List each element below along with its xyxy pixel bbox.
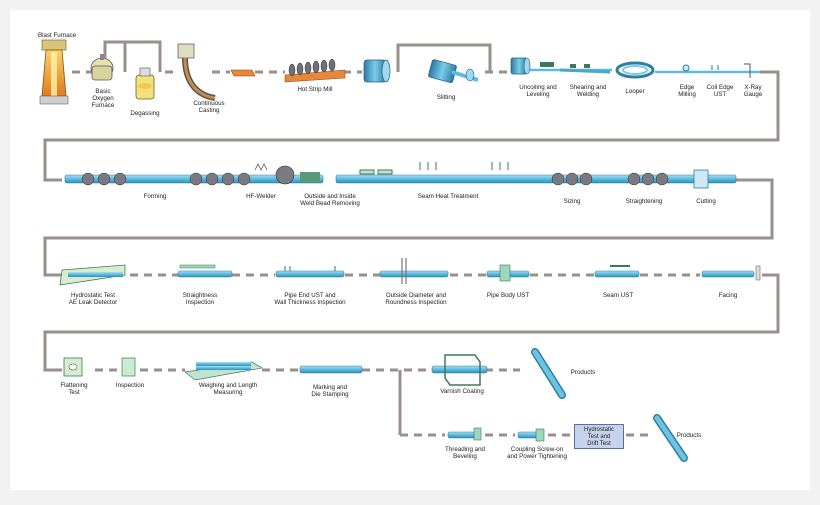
seam-ust-icon	[594, 265, 640, 278]
saw-icon	[693, 169, 709, 189]
step-label-products: Products	[570, 369, 596, 376]
blast-furnace-icon	[39, 39, 69, 105]
step-label-looper: Looper	[625, 88, 645, 95]
welder-icon	[254, 163, 268, 171]
step-label-inspection: Inspection	[115, 382, 145, 389]
heater-icon	[359, 162, 509, 175]
hot-coil-icon	[363, 59, 391, 83]
step-label-hydrostatic-test: Hydrostatic Test AE Leak Detector	[68, 292, 118, 306]
facing-tool-icon	[701, 265, 761, 281]
step-label-basic-oxygen-furnace: Basic Oxygen Furnace	[91, 88, 115, 109]
hydrotester-icon	[59, 264, 126, 286]
scale-icon	[184, 361, 263, 381]
step-label-blast-furnace: Blast Furnace	[38, 32, 77, 39]
sizing-rolls-icon	[551, 172, 593, 186]
step-label-cutting: Cutting	[696, 198, 716, 205]
press-icon	[63, 357, 83, 377]
inspection-icon	[121, 357, 136, 377]
step-label-pipe-body-ust: Pipe Body UST	[486, 292, 530, 299]
coating-booth-icon	[431, 354, 488, 386]
step-label-xray-gauge: X-Ray Gauge	[743, 84, 763, 98]
edge-mill-icon	[655, 64, 760, 74]
flow-return	[43, 273, 780, 372]
step-label-facing: Facing	[718, 292, 738, 299]
degassing-vessel-icon	[135, 67, 155, 100]
flow-loop	[123, 40, 162, 72]
step-label-straightening: Straightening	[625, 198, 663, 205]
step-label-straightness-inspection: Straightness Inspection	[182, 292, 218, 306]
pipe-end-ust-icon	[275, 266, 345, 278]
xray-icon	[744, 63, 751, 78]
looper-icon	[615, 61, 655, 79]
step-label-edge-milling: Edge Milling	[678, 84, 696, 98]
converter-icon	[90, 54, 114, 81]
step-label-coupling-screw-on: Coupling Screw-on and Power Tightening	[507, 446, 567, 460]
step-label-products-threaded: Products	[676, 432, 702, 439]
flow-loop	[396, 43, 492, 72]
step-label-weighing-length: Weighing and Length Measuring	[198, 382, 258, 396]
step-label-sizing: Sizing	[563, 198, 581, 205]
step-label-marking-stamping: Marking and Die Stamping	[311, 384, 349, 398]
step-label-seam-ust: Seam UST	[602, 292, 634, 299]
step-label-degassing: Degassing	[130, 110, 160, 117]
bead-cutter-icon	[275, 165, 320, 185]
straightener-icon	[627, 172, 669, 186]
flow-return	[43, 70, 780, 182]
slab-icon	[230, 69, 256, 77]
step-label-weld-bead-removing: Outside and Inside Weld Bead Removing	[300, 193, 360, 207]
pipe-product-icon	[653, 414, 688, 462]
gauge-plate-icon	[379, 258, 449, 284]
forming-rolls-icon	[81, 172, 251, 186]
step-label-uncoiling-leveling: Uncoiling and Leveling	[519, 84, 557, 98]
step-label-flattening-test: Flattening Test	[60, 382, 88, 396]
caster-icon	[177, 43, 216, 101]
step-label-shearing-welding: Shearing and Welding	[569, 84, 607, 98]
coil-slitter-icon	[428, 59, 479, 83]
step-label-coil-edge-ust: Coil Edge UST	[706, 84, 734, 98]
step-label-forming: Forming	[143, 193, 167, 200]
lathe-icon	[447, 427, 482, 441]
step-label-hot-strip-mill: Hot Strip Mill	[297, 86, 333, 93]
diagram-panel	[10, 10, 810, 490]
step-label-od-roundness: Outside Diameter and Roundness Inspectio…	[385, 292, 447, 306]
ust-probe-icon	[711, 65, 719, 70]
step-label-hf-welder: HF-Welder	[246, 193, 276, 200]
ruler-icon	[177, 264, 233, 278]
step-label-continuous-casting: Continuous Casting	[193, 100, 225, 114]
step-label-varnish-coating: Varnish Coating	[440, 388, 484, 395]
stamp-icon	[299, 365, 363, 374]
step-label-pipe-end-ust: Pipe End UST and Wall Thickness Inspecti…	[274, 292, 346, 306]
step-label-threading-beveling: Threading and Beveling	[445, 446, 485, 460]
flow-return	[43, 178, 774, 277]
rolling-mill-icon	[284, 58, 346, 83]
shear-icon	[559, 64, 611, 74]
step-label-seam-heat-treatment: Seam Heat Treatment	[417, 193, 479, 200]
pipe-product-icon	[531, 348, 566, 399]
ust-unit-icon	[486, 264, 530, 282]
hydrostatic-drift-test-box: Hydrostatic Test and Drift Test	[574, 424, 624, 449]
coupling-icon	[517, 428, 545, 442]
step-label-slitting: Slitting	[436, 94, 456, 101]
